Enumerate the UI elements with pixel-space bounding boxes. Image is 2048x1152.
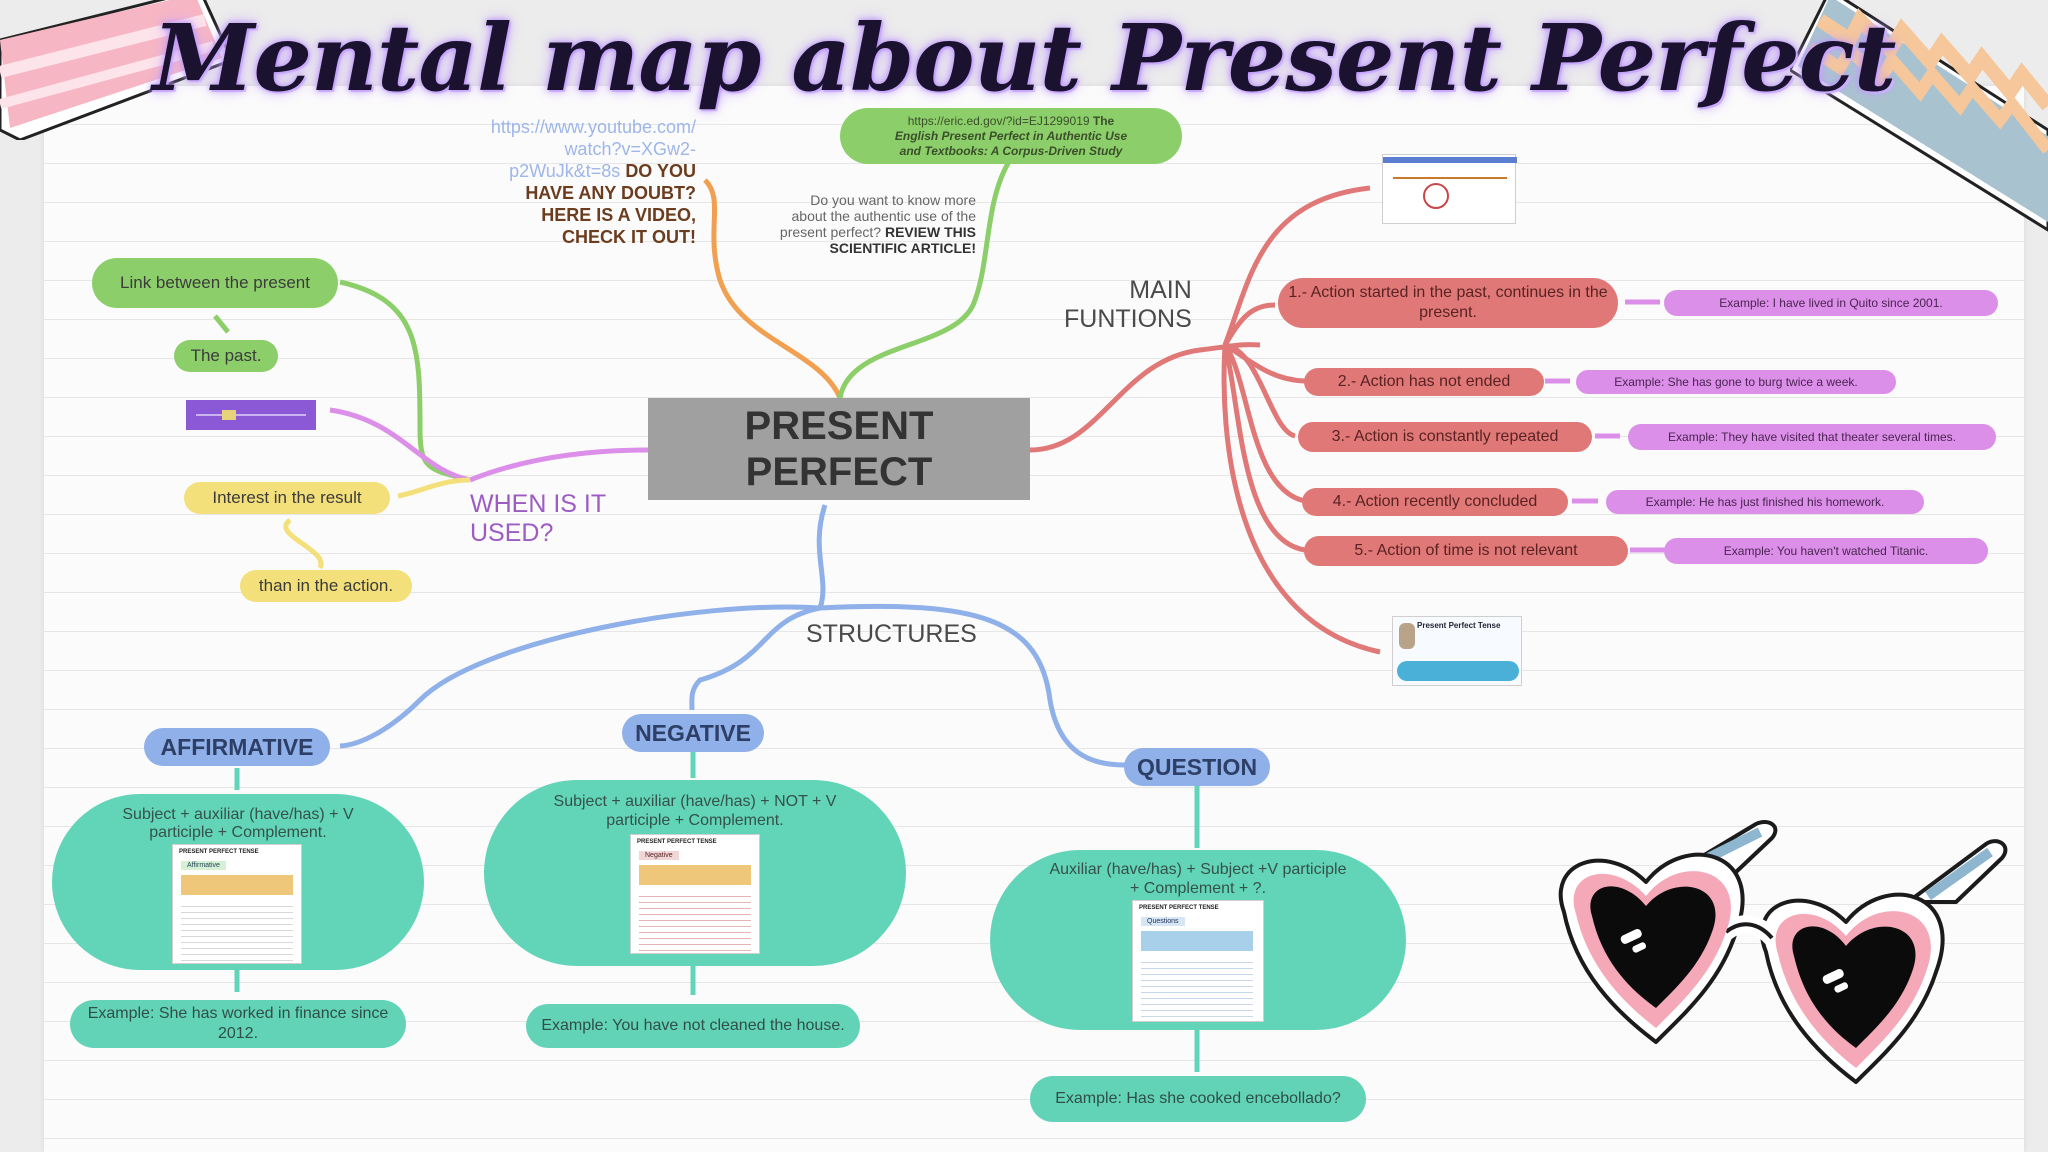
when-than-action: than in the action. [240, 570, 412, 602]
video-note[interactable]: https://www.youtube.com/ watch?v=XGw2- p… [420, 116, 696, 248]
video-url-line-1[interactable]: https://www.youtube.com/ [490, 117, 696, 137]
timeline-thumbnail [186, 400, 316, 430]
connector-timeline [329, 407, 471, 483]
tense-card-title: Present Perfect Tense [1417, 621, 1501, 630]
article-title-1: The [1092, 113, 1115, 128]
affirmative-formula: Subject + auxiliar (have/has) + V partic… [122, 806, 354, 841]
washi-tape-pink-icon [0, 0, 235, 140]
central-topic: PRESENT PERFECT [648, 398, 1030, 500]
structure-question: QUESTION [1124, 748, 1270, 786]
article-prompt: Do you want to know more about the authe… [720, 192, 976, 256]
negative-example: Example: You have not cleaned the house. [526, 1004, 860, 1048]
function-1: 1.- Action started in the past, continue… [1278, 278, 1618, 328]
article-title-2: English Present Perfect in Authentic Use [894, 128, 1128, 143]
affirmative-chart-title: PRESENT PERFECT TENSE [179, 849, 259, 855]
question-example: Example: Has she cooked encebollado? [1030, 1076, 1366, 1122]
branch-when: WHEN IS IT USED? [470, 490, 606, 548]
article-pill[interactable]: https://eric.ed.gov/?id=EJ1299019 The En… [840, 108, 1182, 164]
notebook-paper [44, 86, 2024, 1152]
question-formula-card: Auxiliar (have/has) + Subject +V partici… [990, 850, 1406, 1030]
video-cta-1: DO YOU [625, 161, 696, 181]
question-chart-thumbnail: PRESENT PERFECT TENSE Questions [1132, 900, 1264, 1022]
when-the-past: The past. [174, 340, 278, 372]
affirmative-chart-tag: Affirmative [181, 861, 226, 870]
function-1-example: Example: I have lived in Quito since 200… [1664, 290, 1998, 316]
negative-chart-tag: Negative [639, 851, 679, 860]
structure-affirmative: AFFIRMATIVE [144, 728, 330, 766]
when-link-between: Link between the present [92, 258, 338, 308]
question-formula: Auxiliar (have/has) + Subject +V partici… [1049, 861, 1347, 897]
video-cta-4: CHECK IT OUT! [562, 227, 696, 247]
negative-formula-card: Subject + auxiliar (have/has) + NOT + V … [484, 780, 906, 966]
function-3: 3.- Action is constantly repeated [1298, 422, 1592, 452]
connector-article [837, 158, 1013, 399]
connector-link [339, 279, 471, 483]
article-prompt-3: present perfect? [779, 224, 882, 240]
timeline-chart-thumbnail [1382, 154, 1517, 224]
heart-sunglasses-icon [1558, 819, 2008, 1084]
video-url-line-3[interactable]: p2WuJk&t=8s [509, 161, 621, 181]
branch-main-functions: MAIN FUNTIONS [1064, 276, 1192, 334]
affirmative-example: Example: She has worked in finance since… [70, 1000, 406, 1048]
connector-video [703, 178, 843, 400]
function-2-example: Example: She has gone to burg twice a we… [1576, 370, 1896, 394]
negative-chart-thumbnail: PRESENT PERFECT TENSE Negative [630, 834, 760, 954]
function-4: 4.- Action recently concluded [1302, 488, 1568, 516]
article-prompt-4: SCIENTIFIC ARTICLE! [829, 240, 976, 256]
function-4-example: Example: He has just finished his homewo… [1606, 490, 1924, 514]
connector-structures [816, 504, 828, 609]
affirmative-chart-thumbnail: PRESENT PERFECT TENSE Affirmative [172, 844, 302, 964]
article-url[interactable]: https://eric.ed.gov/?id=EJ1299019 [907, 113, 1090, 128]
washi-tape-stripe-icon [1790, 0, 2048, 232]
article-prompt-1: Do you want to know more [810, 192, 976, 208]
question-chart-tag: Questions [1141, 917, 1185, 926]
central-line-2: PERFECT [745, 450, 933, 494]
function-3-example: Example: They have visited that theater … [1628, 424, 1996, 450]
question-chart-title: PRESENT PERFECT TENSE [1139, 905, 1219, 911]
page-title: Mental map about Present Perfect [152, 4, 1897, 112]
tense-card-thumbnail: Present Perfect Tense [1392, 616, 1522, 686]
when-interest-result: Interest in the result [184, 482, 390, 514]
article-prompt-2: about the authentic use of the [791, 208, 976, 224]
structure-negative: NEGATIVE [622, 714, 764, 752]
affirmative-formula-card: Subject + auxiliar (have/has) + V partic… [52, 794, 424, 970]
function-2: 2.- Action has not ended [1304, 368, 1544, 396]
negative-chart-title: PRESENT PERFECT TENSE [637, 839, 717, 845]
branch-structures: STRUCTURES [806, 620, 977, 648]
video-url-line-2[interactable]: watch?v=XGw2- [564, 139, 696, 159]
video-cta-2: HAVE ANY DOUBT? [525, 183, 696, 203]
branch-when-line-1: WHEN IS IT [470, 490, 607, 518]
branch-main-line-1: MAIN [1129, 276, 1192, 304]
branch-when-line-2: USED? [470, 519, 554, 547]
connector-when [469, 447, 649, 483]
connector-than [283, 518, 324, 570]
function-5-example: Example: You haven't watched Titanic. [1664, 538, 1988, 564]
article-title-3: and Textbooks: A Corpus-Driven Study [899, 143, 1123, 158]
connector-interest [397, 477, 471, 499]
function-5: 5.- Action of time is not relevant [1304, 536, 1628, 566]
connector-past [213, 314, 230, 334]
branch-main-line-2: FUNTIONS [1064, 305, 1192, 333]
article-prompt-3b: REVIEW THIS [884, 224, 976, 240]
central-line-1: PRESENT [744, 404, 934, 448]
connector-main [1029, 342, 1261, 453]
video-cta-3: HERE IS A VIDEO, [541, 205, 696, 225]
negative-formula: Subject + auxiliar (have/has) + NOT + V … [553, 793, 837, 829]
